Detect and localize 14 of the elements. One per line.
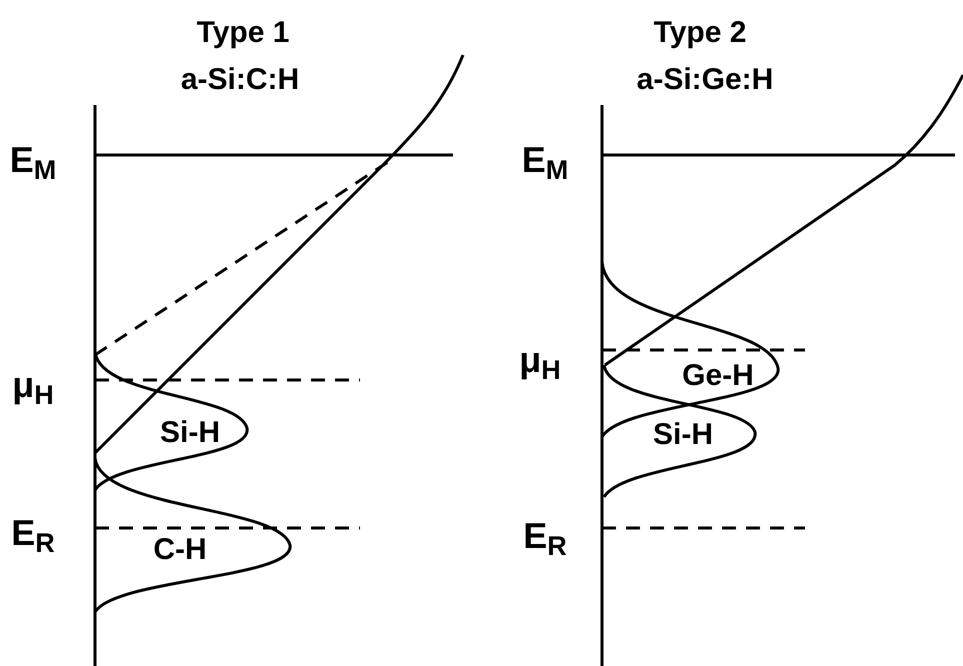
curve-label: Ge-H — [682, 361, 754, 391]
panel-title: Type 2 — [654, 18, 746, 48]
curve-label: Si-H — [160, 418, 220, 448]
energy-level-label: μ$_{H}$ — [12, 367, 54, 403]
panel-title: a-Si:C:H — [180, 65, 300, 95]
curve-label: C-H — [153, 535, 207, 565]
panel-title: a-Si:Ge:H — [636, 65, 774, 95]
energy-level-label: E$_{R}$ — [523, 518, 567, 554]
energy-level-label: E$_{R}$ — [11, 515, 55, 551]
energy-level-label: μ$_{H}$ — [519, 342, 561, 378]
energy-level-label: E$_{M}$ — [522, 142, 568, 178]
curve-label: Si-H — [653, 420, 713, 450]
panel-title: Type 1 — [196, 18, 290, 48]
energy-level-label: E$_{M}$ — [10, 142, 56, 178]
